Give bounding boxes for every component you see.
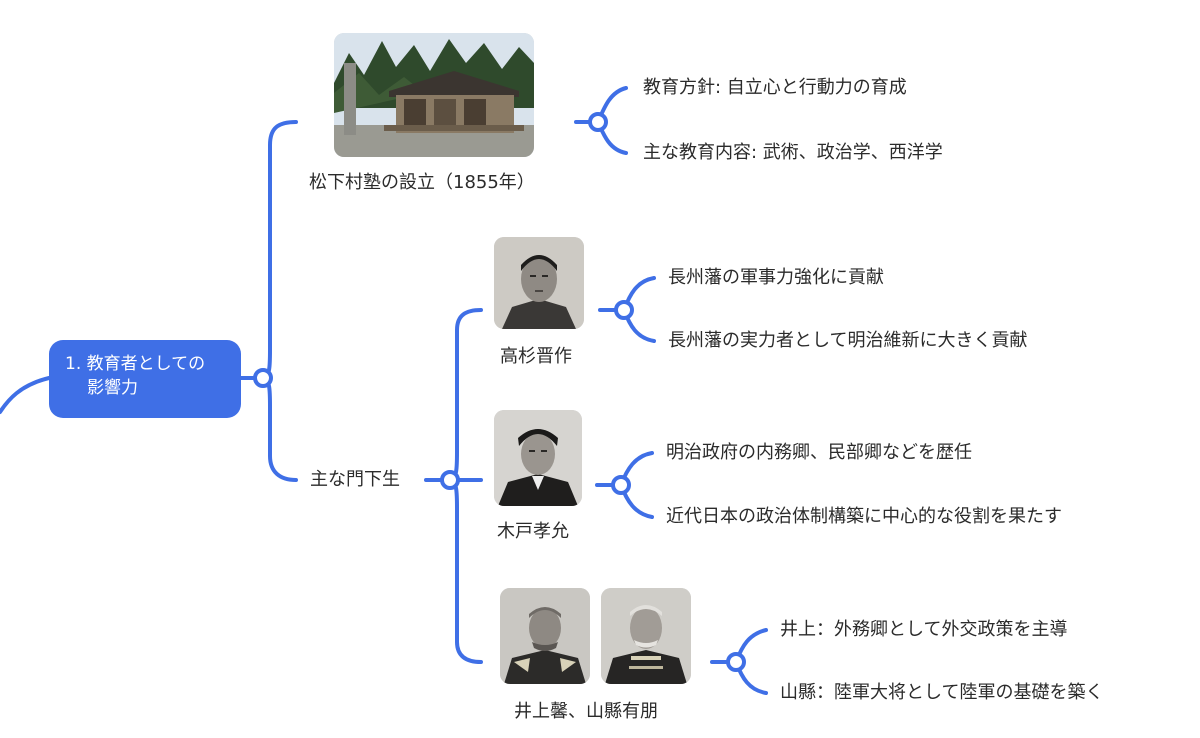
takasugi-point-2[interactable]: 長州藩の実力者として明治維新に大きく貢献 [668,330,1028,351]
kido-point-1[interactable]: 明治政府の内務卿、民部卿などを歴任 [666,442,972,463]
kido-portrait [494,410,582,506]
inoue-portrait [500,588,590,684]
takasugi-portrait [494,237,584,329]
root-label-line1: 1. 教育者としての [65,354,206,374]
kido-name[interactable]: 木戸孝允 [497,521,569,542]
edge-root-parent [0,376,51,414]
inoue-point-2[interactable]: 山縣：陸軍大将として陸軍の基礎を築く [780,682,1104,703]
root-label-line2: 影響力 [87,378,138,398]
school-point-1[interactable]: 教育方針: 自立心と行動力の育成 [643,77,907,98]
edge-to-inoue [448,478,483,664]
joint-school [588,112,608,132]
disciples-title[interactable]: 主な門下生 [310,469,400,490]
root-node[interactable]: 1. 教育者としての 影響力 [49,340,241,418]
edge-to-disciples [261,376,298,482]
joint-disciples [440,470,460,490]
school-point-2[interactable]: 主な教育内容: 武術、政治学、西洋学 [643,142,943,163]
takasugi-name[interactable]: 高杉晋作 [500,346,572,367]
joint-takasugi [614,300,634,320]
kido-point-2[interactable]: 近代日本の政治体制構築に中心的な役割を果たす [666,506,1062,527]
joint-root [253,368,273,388]
edge-to-school [261,120,298,380]
inoue-yamagata-name[interactable]: 井上馨、山縣有朋 [514,701,658,722]
inoue-point-1[interactable]: 井上：外務卿として外交政策を主導 [780,619,1068,640]
school-photo [334,33,534,157]
school-title[interactable]: 松下村塾の設立（1855年） [309,172,535,193]
joint-inoue [726,652,746,672]
takasugi-point-1[interactable]: 長州藩の軍事力強化に貢献 [668,267,884,288]
yamagata-portrait [601,588,691,684]
edge-to-takasugi [448,308,483,482]
joint-kido [611,475,631,495]
